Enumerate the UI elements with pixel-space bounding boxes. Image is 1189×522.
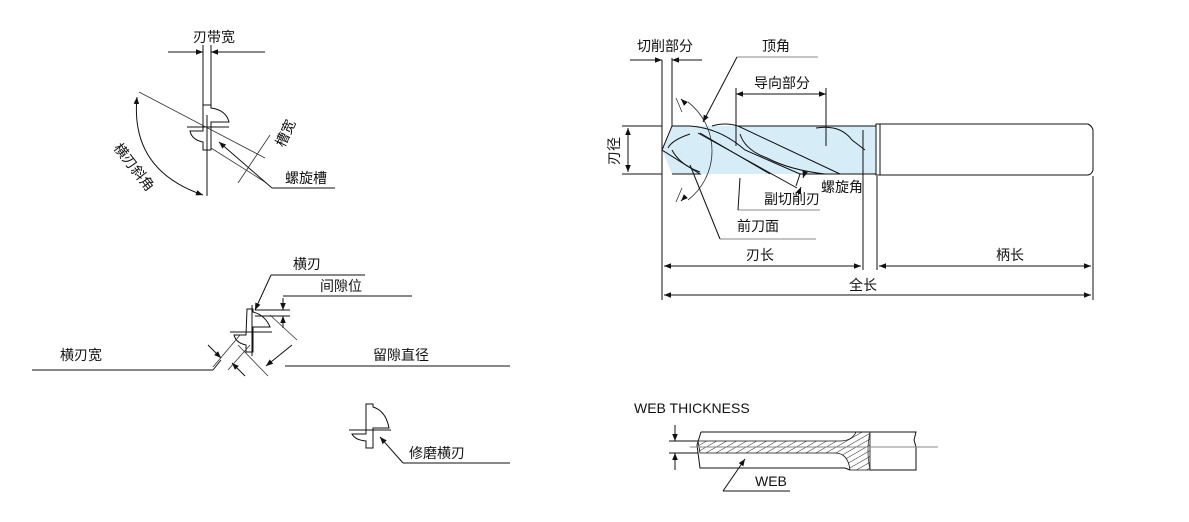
label-chisel-edge-width: 横刃宽 <box>60 347 102 364</box>
label-secondary-edge: 副切削刃 <box>764 192 820 208</box>
label-helical-flute: 螺旋槽 <box>285 171 327 187</box>
drill-dimensions: 切削部分 顶角 导向部分 刃径 螺旋角 副切削刃 前刀面 刃长 柄长 全长 <box>607 39 1094 300</box>
label-overall-length: 全长 <box>849 277 877 294</box>
label-point-angle: 顶角 <box>762 39 790 55</box>
label-chisel-edge: 横刃 <box>293 257 321 273</box>
label-guide-part: 导向部分 <box>754 76 810 92</box>
drill-side-view <box>661 97 1094 203</box>
label-flute-length: 刃长 <box>746 248 774 264</box>
label-chisel-edge-angle: 横刃斜角 <box>110 141 157 195</box>
cross-section-web-thinning: 修磨横刃 <box>349 403 510 464</box>
web-section-view: WEB THICKNESS WEB <box>634 400 938 492</box>
label-margin-width: 刃带宽 <box>193 29 235 46</box>
label-web-thinning: 修磨横刃 <box>409 446 465 462</box>
label-helix-angle: 螺旋角 <box>821 180 863 196</box>
label-web-thickness: WEB THICKNESS <box>634 400 750 416</box>
label-rake-face: 前刀面 <box>737 218 779 235</box>
cross-section-main: 刃带宽 螺旋槽 槽宽 横刃斜角 <box>110 29 335 196</box>
label-shank-length: 柄长 <box>996 248 1024 264</box>
label-cutting-part: 切削部分 <box>637 39 693 55</box>
label-flute-width: 槽宽 <box>272 117 299 150</box>
label-diameter: 刃径 <box>607 137 623 165</box>
label-clearance-diameter: 留隙直径 <box>373 347 429 364</box>
label-web: WEB <box>755 473 787 489</box>
label-clearance: 间隙位 <box>320 279 362 295</box>
cross-section-clearance: 横刃 间隙位 留隙直径 横刃宽 <box>32 257 510 377</box>
